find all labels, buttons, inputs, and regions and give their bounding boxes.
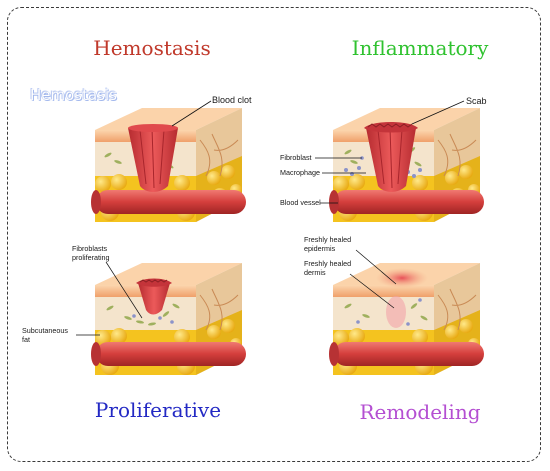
skin-block-proliferative [91,263,246,375]
label-healed-epidermis-2: epidermis [304,244,336,253]
leader-healed-epidermis [355,249,397,285]
label-scab: Scab [466,96,487,106]
label-fibroblast: Fibroblast [280,153,312,162]
label-macrophage: Macrophage [280,168,320,177]
title-inflammatory: Inflammatory [351,36,489,60]
label-subcutaneous-2: fat [22,335,30,344]
label-fibroblasts-proliferating-1: Fibroblasts [72,244,108,253]
label-fibroblasts-proliferating-2: proliferating [72,253,110,262]
leader-scab [411,100,465,125]
leader-healed-dermis [349,273,395,309]
title-remodeling: Remodeling [359,400,481,424]
label-healed-dermis-2: dermis [304,268,326,277]
skin-block-hemostasis [91,108,246,222]
leader-blood-clot [171,100,212,127]
title-proliferative: Proliferative [94,398,222,422]
leader-fibroblasts-proliferating [105,261,143,319]
label-healed-epidermis-1: Freshly healed [304,235,351,244]
skin-block-inflammatory [329,108,484,222]
label-blood-vessel: Blood vessel [280,198,321,207]
label-blood-clot: Blood clot [212,95,252,105]
ghost-label-text: Hemostasis [30,86,117,104]
label-healed-dermis-1: Freshly healed [304,259,351,268]
skin-block-remodeling [329,263,484,375]
dashed-frame [7,7,541,462]
title-hemostasis: Hemostasis [93,36,211,60]
label-subcutaneous-1: Subcutaneous [22,326,68,335]
